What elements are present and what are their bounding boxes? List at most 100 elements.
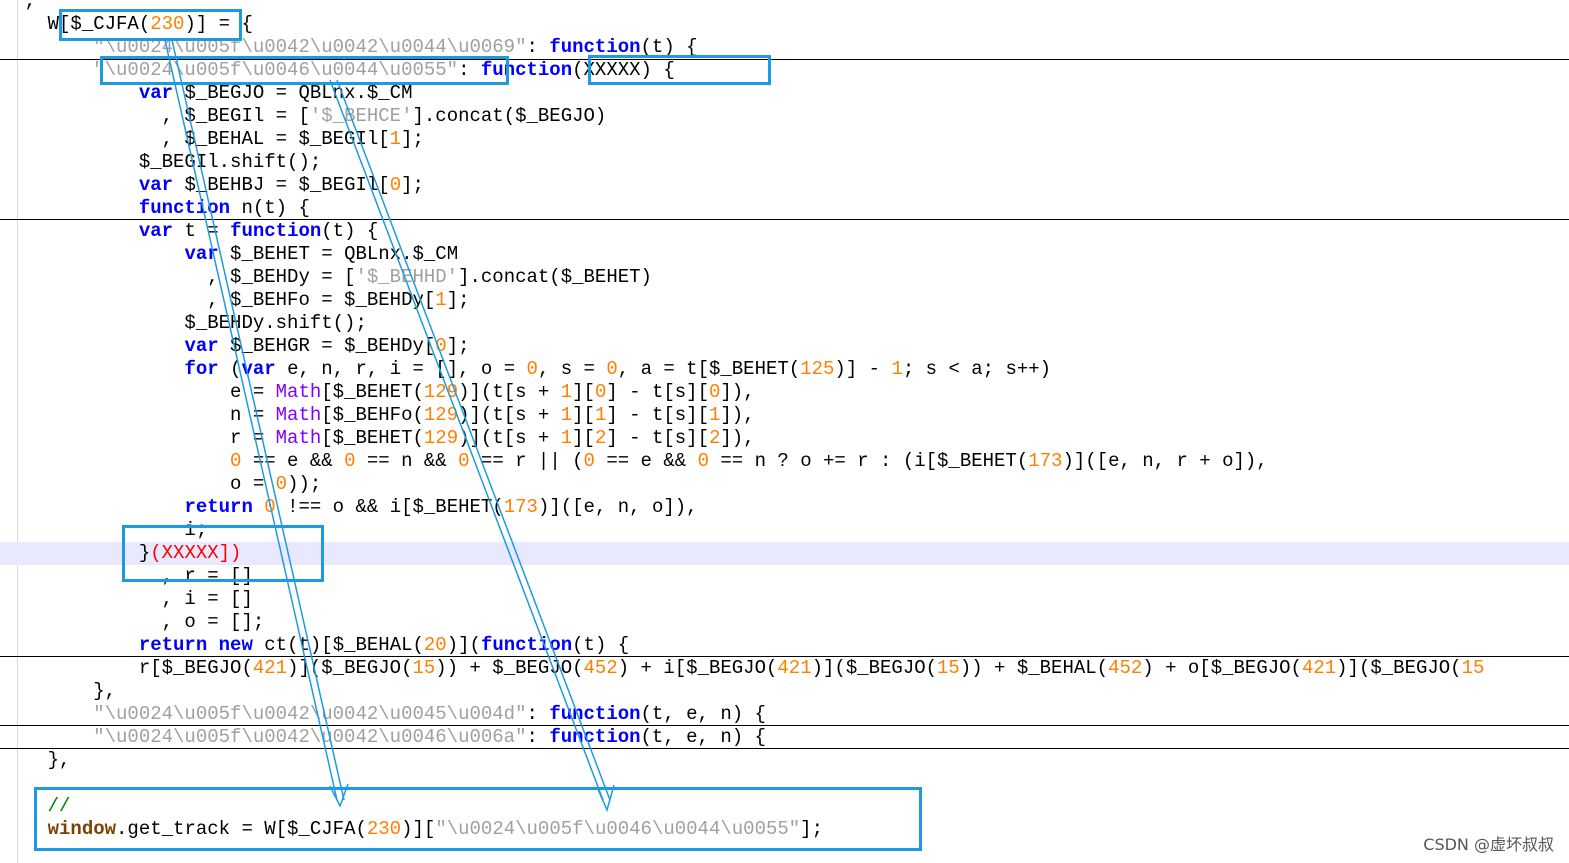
- code-line[interactable]: , $_BEHFo = $_BEHDy[1];: [0, 289, 1569, 312]
- code-line[interactable]: var $_BEHET = QBLnx.$_CM: [0, 243, 1569, 266]
- code-token: 452: [583, 657, 618, 679]
- code-token: 0: [594, 381, 607, 403]
- code-token: $_BEHGR = $_BEHDy[: [218, 335, 436, 357]
- code-token: )) + $_BEHAL(: [959, 657, 1109, 679]
- code-token: 0: [583, 450, 595, 472]
- code-token: , $_BEHDy = [: [2, 266, 356, 288]
- code-token: 421: [777, 657, 812, 679]
- code-line[interactable]: $_BEGIl.shift();: [0, 151, 1569, 174]
- code-token: var: [138, 82, 174, 104]
- code-token: ][: [572, 427, 595, 449]
- code-line[interactable]: for (var e, n, r, i = [], o = 0, s = 0, …: [0, 358, 1569, 381]
- code-line[interactable]: ,: [0, 0, 1569, 13]
- code-token: (: [218, 358, 242, 380]
- code-token: ct(t)[$_BEHAL(: [252, 634, 424, 656]
- code-token: n(t) {: [230, 197, 310, 219]
- code-token: 1: [891, 358, 903, 380]
- code-line[interactable]: var $_BEHBJ = $_BEGIl[0];: [0, 174, 1569, 197]
- code-line[interactable]: r[$_BEGJO(421)]($_BEGJO(15)) + $_BEGJO(4…: [0, 657, 1569, 680]
- code-line[interactable]: //: [0, 795, 1569, 818]
- code-line[interactable]: W[$_CJFA(230)] = {: [0, 13, 1569, 36]
- code-token: },: [2, 680, 117, 702]
- code-token: :: [526, 703, 550, 725]
- code-token: return: [184, 496, 253, 518]
- code-token: )]($_BEGJO(: [1336, 657, 1462, 679]
- code-line[interactable]: return 0 !== o && i[$_BEHET(173)]([e, n,…: [0, 496, 1569, 519]
- code-token: },: [2, 749, 71, 771]
- code-line[interactable]: i;: [0, 519, 1569, 542]
- code-line[interactable]: , $_BEGIl = ['$_BEHCE'].concat($_BEGJO): [0, 105, 1569, 128]
- code-token: ) + o[$_BEGJO(: [1142, 657, 1302, 679]
- code-line[interactable]: n = Math[$_BEHFo(129)](t[s + 1][1] - t[s…: [0, 404, 1569, 427]
- code-token: 1: [435, 289, 447, 311]
- code-token: 0: [708, 381, 721, 403]
- code-token: r[$_BEGJO(: [2, 657, 253, 679]
- code-line[interactable]: e = Math[$_BEHET(129)](t[s + 1][0] - t[s…: [0, 381, 1569, 404]
- code-token: (t, e, n) {: [640, 726, 766, 748]
- code-line[interactable]: o = 0));: [0, 473, 1569, 496]
- code-line[interactable]: },: [0, 749, 1569, 772]
- arrow-2-line-b: [336, 79, 611, 801]
- code-token: == e &&: [594, 450, 698, 472]
- code-line[interactable]: function n(t) {: [0, 197, 1569, 220]
- code-token: 129: [423, 427, 459, 449]
- code-token: Math: [275, 404, 322, 426]
- code-line[interactable]: r = Math[$_BEHET(129)](t[s + 1][2] - t[s…: [0, 427, 1569, 450]
- code-line[interactable]: window.get_track = W[$_CJFA(230)]["\u002…: [0, 818, 1569, 841]
- code-token: )]([e, n, o]),: [537, 496, 698, 518]
- code-line[interactable]: return new ct(t)[$_BEHAL(20)](function(t…: [0, 634, 1569, 657]
- code-token: :: [526, 36, 550, 58]
- code-token: 1: [560, 381, 573, 403]
- code-token: "\u0024\u005f\u0042\u0042\u0045\u004d": [93, 703, 527, 725]
- code-token: e =: [2, 381, 276, 403]
- code-token: 125: [800, 358, 835, 380]
- code-token: '$_BEHCE': [309, 105, 413, 127]
- code-line[interactable]: , i = []: [0, 588, 1569, 611]
- code-line[interactable]: , $_BEHDy = ['$_BEHHD'].concat($_BEHET): [0, 266, 1569, 289]
- code-token: i;: [2, 519, 208, 541]
- code-token: function: [230, 220, 322, 242]
- code-token: 1: [708, 404, 721, 426]
- code-token: , $_BEHFo = $_BEHDy[: [2, 289, 436, 311]
- code-token: , a = t[$_BEHET(: [617, 358, 801, 380]
- code-line[interactable]: var $_BEHGR = $_BEHDy[0];: [0, 335, 1569, 358]
- code-line[interactable]: }(XXXXX]): [0, 542, 1569, 565]
- code-line[interactable]: "\u0024\u005f\u0042\u0042\u0045\u004d": …: [0, 703, 1569, 726]
- code-line[interactable]: , o = [];: [0, 611, 1569, 634]
- code-token: n =: [2, 404, 276, 426]
- code-line[interactable]: var t = function(t) {: [0, 220, 1569, 243]
- code-token: ];: [401, 128, 424, 150]
- code-token: "\u0024\u005f\u0046\u0044\u0055": [93, 59, 459, 81]
- code-token: new: [218, 634, 253, 656]
- code-token: (t, e, n) {: [640, 703, 766, 725]
- code-token: , $_BEHAL = $_BEGIl[: [2, 128, 390, 150]
- annotation-box-key-fdu: [100, 56, 509, 85]
- code-token: )](t[s +: [458, 404, 561, 426]
- code-token: 1: [594, 404, 607, 426]
- code-token: 2: [708, 427, 721, 449]
- code-token: (t) {: [640, 36, 698, 58]
- annotation-box-window-get-track: [34, 787, 922, 851]
- code-token: == r || (: [469, 450, 584, 472]
- code-line[interactable]: "\u0024\u005f\u0042\u0042\u0044\u0069": …: [0, 36, 1569, 59]
- code-line[interactable]: "\u0024\u005f\u0046\u0044\u0055": functi…: [0, 59, 1569, 82]
- code-line[interactable]: 0 == e && 0 == n && 0 == r || (0 == e &&…: [0, 450, 1569, 473]
- code-token: function: [549, 36, 641, 58]
- code-token: 15: [937, 657, 960, 679]
- code-token: Math: [275, 427, 322, 449]
- code-token: (XXXXX) {: [572, 59, 675, 81]
- code-line[interactable]: },: [0, 680, 1569, 703]
- code-token: var: [241, 358, 276, 380]
- code-token: $_BEHET = QBLnx.$_CM: [218, 243, 459, 265]
- code-token: 0: [526, 358, 538, 380]
- code-token: [$_BEHFo(: [321, 404, 424, 426]
- code-line[interactable]: "\u0024\u005f\u0042\u0042\u0046\u006a": …: [0, 726, 1569, 749]
- arrow-2-line-a: [329, 79, 604, 801]
- code-token: Math: [275, 381, 322, 403]
- code-token: )]($_BEGJO(: [287, 657, 413, 679]
- fold-separator: [0, 725, 1569, 726]
- code-line[interactable]: , $_BEHAL = $_BEGIl[1];: [0, 128, 1569, 151]
- code-line[interactable]: var $_BEGJO = QBLnx.$_CM: [0, 82, 1569, 105]
- code-token: var: [184, 243, 219, 265]
